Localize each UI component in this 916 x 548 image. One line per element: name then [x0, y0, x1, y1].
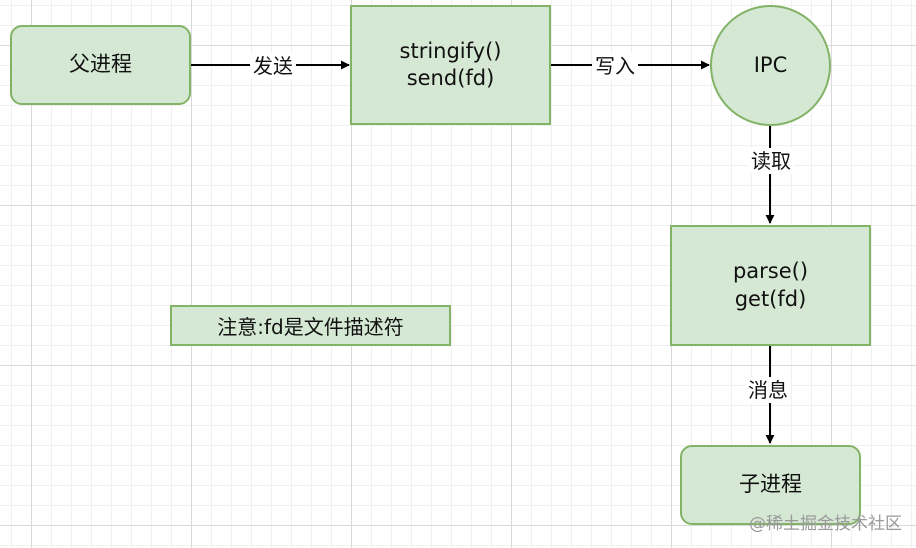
stringify-send-node[interactable]: stringify() send(fd): [350, 5, 551, 125]
edge-label-write: 写入: [592, 53, 638, 79]
child-process-node[interactable]: 子进程: [680, 445, 861, 525]
stringify-label: stringify(): [399, 38, 502, 63]
ipc-node[interactable]: IPC: [710, 5, 831, 126]
edge-label-message: 消息: [745, 377, 791, 403]
ipc-label: IPC: [753, 52, 788, 77]
parent-process-node[interactable]: 父进程: [10, 25, 191, 105]
edge-label-read: 读取: [748, 148, 794, 174]
edge-label-send: 发送: [250, 53, 296, 79]
child-process-label: 子进程: [739, 472, 802, 497]
get-fd-label: get(fd): [734, 286, 807, 311]
parent-process-label: 父进程: [69, 52, 132, 77]
fd-note-text: 注意:fd是文件描述符: [217, 315, 404, 339]
send-fd-label: send(fd): [406, 66, 495, 90]
parse-label: parse(): [732, 259, 809, 284]
fd-note: 注意:fd是文件描述符: [170, 305, 451, 346]
parse-get-node[interactable]: parse() get(fd): [670, 225, 871, 346]
watermark-text: @稀土掘金技术社区: [749, 514, 902, 534]
